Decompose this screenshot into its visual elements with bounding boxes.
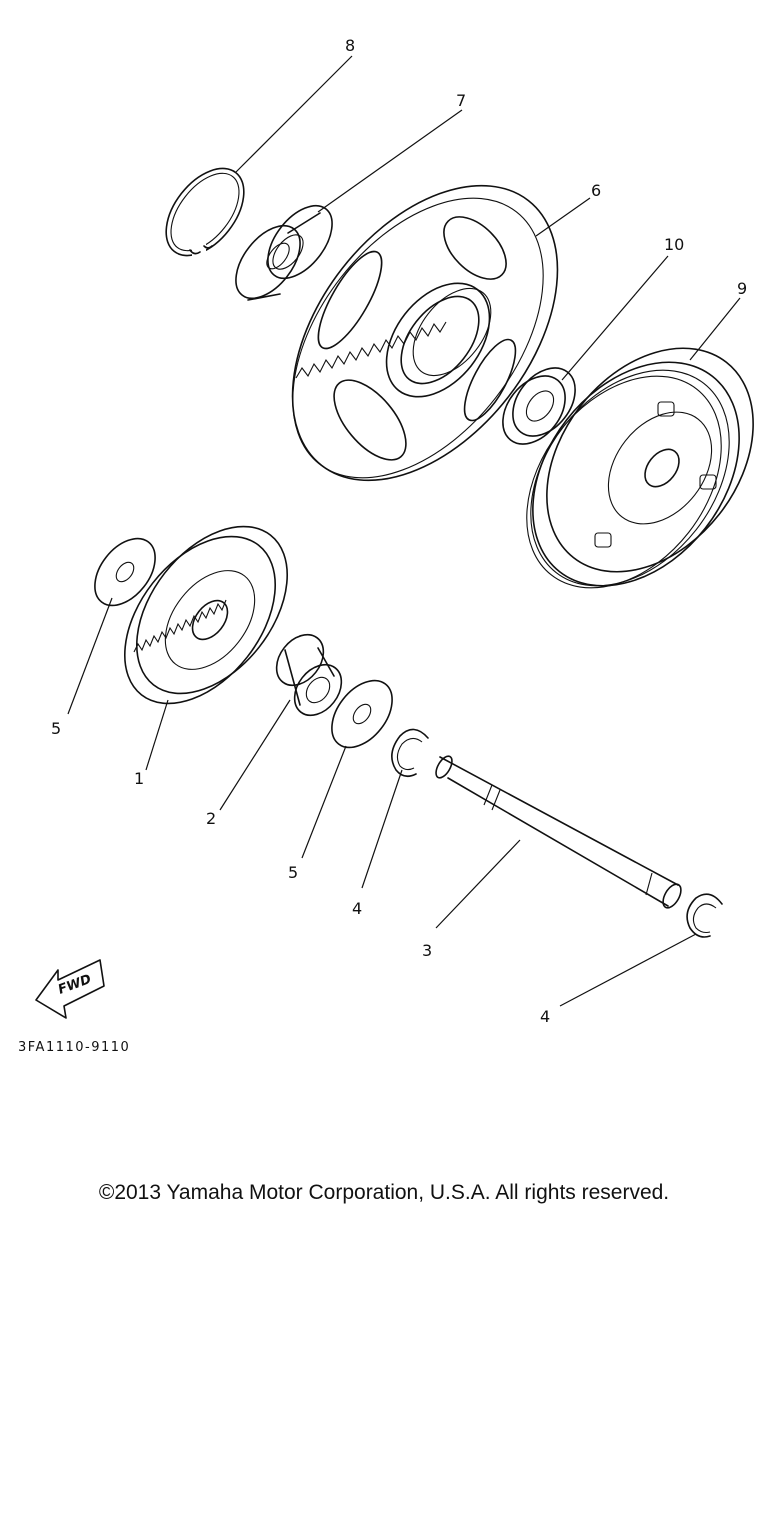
- part-4-eclip-upper: [391, 728, 429, 778]
- callout-9: 9: [737, 279, 747, 298]
- callout-10: 10: [664, 235, 684, 254]
- part-1-idler-gear: [123, 525, 289, 705]
- part-6-gear: [291, 184, 559, 482]
- diagram-code: 3FA1110-9110: [18, 1040, 131, 1055]
- callout-7: 7: [456, 91, 466, 110]
- part-8-circlip: [165, 167, 245, 257]
- part-2-collar: [275, 633, 343, 717]
- part-5-washer-upper: [94, 537, 156, 607]
- fwd-arrow-icon: FWD: [35, 959, 105, 1019]
- callout-6: 6: [591, 181, 601, 200]
- callout-5-upper: 5: [51, 719, 61, 738]
- callout-4-lower: 4: [540, 1007, 550, 1026]
- callout-1: 1: [134, 769, 144, 788]
- leader-lines: [67, 55, 741, 1007]
- callout-3: 3: [422, 941, 432, 960]
- part-3-shaft: [435, 755, 682, 909]
- callout-2: 2: [206, 809, 216, 828]
- callout-4-upper: 4: [352, 899, 362, 918]
- part-10-washer: [502, 367, 576, 445]
- part-9-clutch: [526, 347, 754, 589]
- copyright-notice: ©2013 Yamaha Motor Corporation, U.S.A. A…: [98, 1181, 670, 1204]
- callout-5-lower: 5: [288, 863, 298, 882]
- callout-8: 8: [345, 36, 355, 55]
- part-4-eclip-lower: [686, 893, 723, 938]
- part-7-bearing: [235, 204, 333, 301]
- part-5-washer-lower: [331, 679, 393, 749]
